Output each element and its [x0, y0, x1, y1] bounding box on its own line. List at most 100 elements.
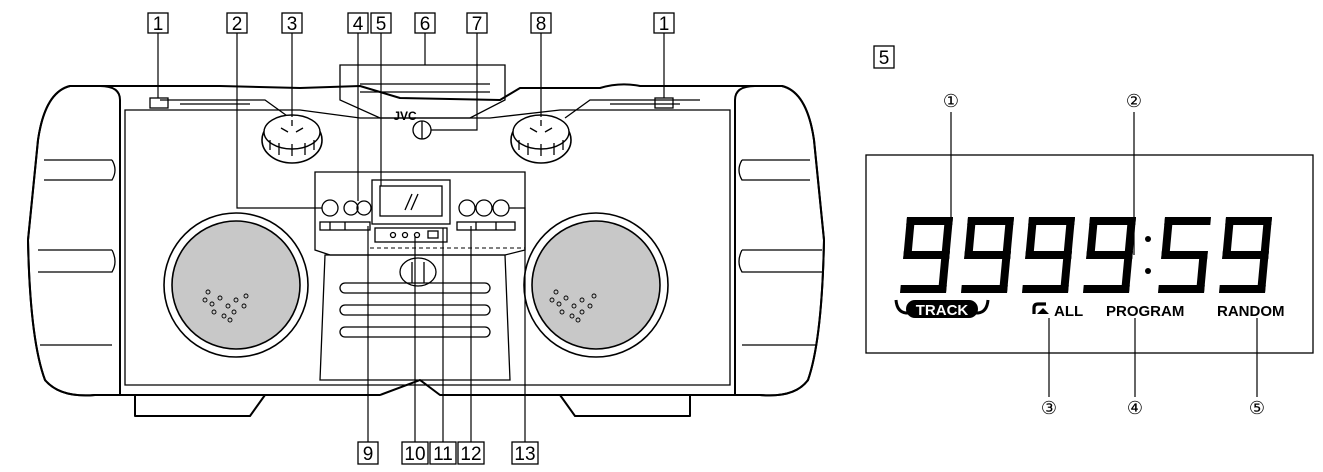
top-callouts: 1 2 3 4 5 6 7 [147, 12, 675, 209]
svg-text:ALL: ALL [1054, 303, 1083, 320]
program-indicator: PROGRAM [1106, 303, 1184, 320]
segment-g [1222, 251, 1269, 259]
callout-3: 3 [281, 12, 303, 117]
svg-text:⑤: ⑤ [1249, 398, 1265, 419]
marker-1: ① [943, 91, 959, 222]
boombox-illustration: JVC [27, 64, 825, 417]
segment-c [999, 251, 1011, 293]
segment-g [903, 251, 950, 259]
display-detail: 5 TRACK ALL PROGRAM RANDOM ① ② ③ [865, 45, 1314, 419]
svg-text:9: 9 [363, 444, 374, 465]
callout-13: 13 [509, 207, 539, 465]
volume-knob-right [510, 114, 572, 164]
segment-f [1025, 217, 1037, 259]
segment-d [1219, 285, 1266, 293]
svg-text:6: 6 [420, 14, 431, 35]
segment-b [1124, 217, 1136, 259]
segment-a [1028, 217, 1075, 225]
digit-9 [1083, 217, 1136, 293]
segment-a [967, 217, 1014, 225]
segment-c [1196, 251, 1208, 293]
segment-f [1086, 217, 1098, 259]
colon-dot [1145, 236, 1151, 242]
display-digits [900, 217, 1272, 293]
digit-9 [1219, 217, 1272, 293]
track-indicator: TRACK [894, 299, 990, 319]
svg-text:13: 13 [514, 444, 535, 465]
segment-d [1158, 285, 1205, 293]
segment-d [1083, 285, 1130, 293]
svg-text:5: 5 [376, 14, 387, 35]
callout-5: 5 [370, 12, 392, 186]
callout-4: 4 [347, 12, 369, 201]
segment-f [1161, 217, 1173, 259]
segment-f [964, 217, 976, 259]
left-speaker [163, 212, 309, 358]
callout-2: 2 [226, 12, 322, 209]
callout-1-left: 1 [147, 12, 169, 98]
segment-d [900, 285, 947, 293]
callout-12: 12 [457, 226, 485, 465]
segment-c [1121, 251, 1133, 293]
segment-f [1222, 217, 1234, 259]
segment-b [1260, 217, 1272, 259]
right-speaker [523, 212, 669, 358]
marker-3: ③ [1041, 318, 1057, 419]
marker-4: ④ [1127, 318, 1143, 419]
colon-dot [1145, 268, 1151, 274]
digit-9 [961, 217, 1014, 293]
segment-a [1225, 217, 1272, 225]
svg-text:1: 1 [659, 14, 670, 35]
callout-9: 9 [357, 226, 379, 465]
segment-b [1063, 217, 1075, 259]
svg-text:4: 4 [353, 14, 364, 35]
segment-c [1257, 251, 1269, 293]
segment-b [1002, 217, 1014, 259]
callout-8: 8 [530, 12, 552, 117]
svg-text:12: 12 [460, 444, 481, 465]
callout-6: 6 [414, 12, 436, 65]
segment-d [961, 285, 1008, 293]
bottom-callouts: 9 10 11 12 13 [357, 207, 539, 465]
svg-text:②: ② [1126, 91, 1142, 112]
segment-g [964, 251, 1011, 259]
svg-text:10: 10 [404, 444, 425, 465]
segment-a [906, 217, 953, 225]
svg-text:1: 1 [153, 14, 164, 35]
digit-9 [1022, 217, 1075, 293]
svg-text:8: 8 [536, 14, 547, 35]
segment-c [938, 251, 950, 293]
svg-text:11: 11 [433, 444, 453, 465]
digit-9 [900, 217, 953, 293]
svg-text:5: 5 [879, 48, 890, 69]
svg-text:3: 3 [287, 14, 298, 35]
segment-c [1060, 251, 1072, 293]
callout-10: 10 [401, 236, 429, 465]
marker-2: ② [1126, 91, 1142, 255]
svg-text:7: 7 [472, 14, 483, 35]
svg-text:①: ① [943, 91, 959, 112]
segment-g [1025, 251, 1072, 259]
segment-a [1089, 217, 1136, 225]
svg-text:④: ④ [1127, 398, 1143, 419]
marker-5: ⑤ [1249, 318, 1265, 419]
segment-d [1022, 285, 1069, 293]
callout-11: 11 [429, 228, 457, 465]
svg-text:③: ③ [1041, 398, 1057, 419]
digit-5 [1158, 217, 1211, 293]
callout-7: 7 [431, 12, 488, 131]
random-indicator: RANDOM [1217, 303, 1285, 320]
segment-f [903, 217, 915, 259]
brand-logo: JVC [393, 109, 417, 123]
repeat-all-indicator: ALL [1032, 302, 1083, 320]
svg-text:2: 2 [232, 14, 243, 35]
svg-text:TRACK: TRACK [916, 302, 969, 319]
segment-g [1086, 251, 1133, 259]
segment-g [1161, 251, 1208, 259]
segment-b [941, 217, 953, 259]
callout-1-right: 1 [653, 12, 675, 98]
display-section-label: 5 [873, 45, 895, 69]
volume-knob-left [261, 114, 323, 164]
segment-a [1164, 217, 1211, 225]
